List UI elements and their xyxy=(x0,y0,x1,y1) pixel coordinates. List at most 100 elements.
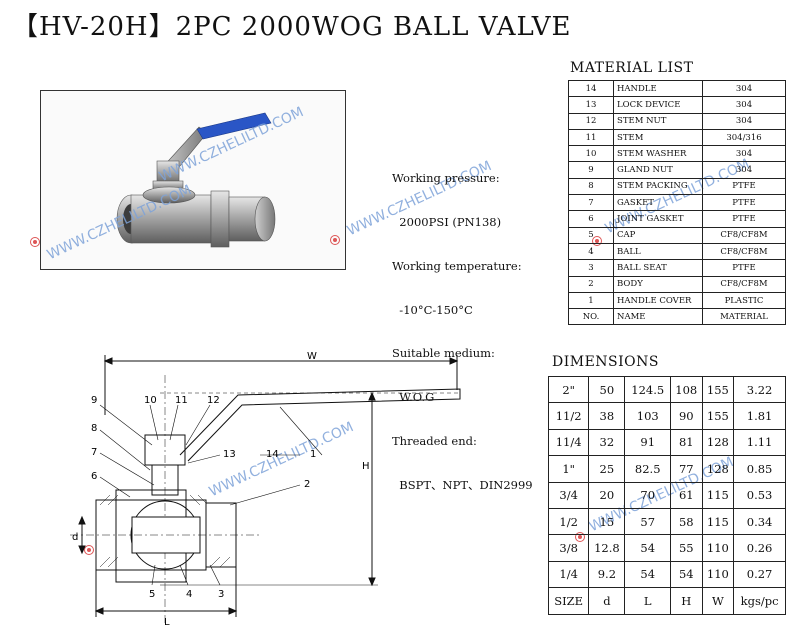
material-name-cell: GLAND NUT xyxy=(613,161,703,179)
dimension-cell: 58 xyxy=(669,507,703,536)
dimensions-title: DIMENSIONS xyxy=(552,354,659,370)
material-name-cell: CAP xyxy=(613,226,703,244)
dimension-cell: 81 xyxy=(669,428,703,457)
material-name-cell: HANDLE COVER xyxy=(613,291,703,310)
part-label-10: 10 xyxy=(144,395,157,406)
dimension-cell: 0.85 xyxy=(733,455,786,483)
material-name-cell: JOINT GASKET xyxy=(613,210,703,228)
material-no-cell: 7 xyxy=(568,194,614,212)
dimension-cell: 70 xyxy=(624,481,671,509)
dimension-cell: 1/4 xyxy=(547,560,590,589)
material-name-cell: STEM xyxy=(613,128,703,147)
material-value-cell: CF8/CF8M xyxy=(702,242,786,261)
dimension-cell: 115 xyxy=(701,481,735,509)
spec-line: BSPT、NPT、DIN2999 xyxy=(392,477,533,492)
dimension-cell: 108 xyxy=(669,375,703,404)
part-label-11: 11 xyxy=(175,395,188,406)
dimension-cell: 57 xyxy=(624,507,671,536)
spec-line: Working temperature: xyxy=(392,258,522,273)
dimension-cell: 90 xyxy=(669,402,703,430)
dimension-cell: 54 xyxy=(624,560,671,589)
material-name-cell: HANDLE xyxy=(613,79,703,98)
material-name-cell: BALL SEAT xyxy=(613,259,703,277)
material-no-cell: 1 xyxy=(568,291,614,310)
material-no-cell: 4 xyxy=(568,242,614,261)
dimension-cell: 2" xyxy=(547,375,590,404)
dimension-cell: 77 xyxy=(669,455,703,483)
watermark-logo-icon xyxy=(330,235,340,245)
dimension-cell: 0.26 xyxy=(733,534,786,562)
dimension-cell: 11/4 xyxy=(547,428,590,457)
part-label-2: 2 xyxy=(304,479,310,490)
dimension-cell: 128 xyxy=(701,455,735,483)
dimension-cell: 1" xyxy=(547,455,590,483)
dimension-cell: 3/8 xyxy=(547,534,590,562)
dimension-cell: 11/2 xyxy=(547,402,590,430)
material-value-cell: CF8/CF8M xyxy=(702,275,786,293)
part-label-5: 5 xyxy=(149,589,155,600)
material-no-cell: NO. xyxy=(568,308,614,326)
part-label-7: 7 xyxy=(91,447,97,458)
dimension-cell: 12.8 xyxy=(588,534,626,562)
material-list-title: MATERIAL LIST xyxy=(570,60,694,76)
material-value-cell: 304/316 xyxy=(702,128,786,147)
dimension-cell: W xyxy=(701,587,735,615)
material-no-cell: 8 xyxy=(568,177,614,196)
part-label-8: 8 xyxy=(91,423,97,434)
spec-line: 2000PSI (PN138) xyxy=(392,214,502,229)
watermark-logo-icon xyxy=(84,545,94,555)
part-label-13: 13 xyxy=(223,449,236,460)
material-name-cell: STEM NUT xyxy=(613,112,703,130)
dimension-cell: 1/2 xyxy=(547,507,590,536)
dimension-cell: 20 xyxy=(588,481,626,509)
watermark-logo-icon xyxy=(30,237,40,247)
material-no-cell: 13 xyxy=(568,96,614,114)
dimension-cell: SIZE xyxy=(547,587,590,615)
dim-label-h: H xyxy=(362,461,370,472)
dimension-cell: 1.11 xyxy=(733,428,786,457)
page-title: 【HV-20H】2PC 2000WOG BALL VALVE xyxy=(12,12,572,42)
material-name-cell: BODY xyxy=(613,275,703,293)
dimension-cell: 124.5 xyxy=(624,375,671,404)
dimension-cell: 91 xyxy=(624,428,671,457)
dimension-cell: 3/4 xyxy=(547,481,590,509)
dimension-cell: 0.53 xyxy=(733,481,786,509)
dim-label-w: W xyxy=(307,351,317,362)
part-label-6: 6 xyxy=(91,471,97,482)
material-no-cell: 5 xyxy=(568,226,614,244)
dimension-cell: 1.81 xyxy=(733,402,786,430)
dimension-cell: 15 xyxy=(588,507,626,536)
dim-label-d: d xyxy=(72,532,78,543)
dimension-cell: 38 xyxy=(588,402,626,430)
dimension-cell: 25 xyxy=(588,455,626,483)
dimension-cell: 155 xyxy=(701,375,735,404)
material-value-cell: 304 xyxy=(702,79,786,98)
material-value-cell: PTFE xyxy=(702,259,786,277)
material-name-cell: GASKET xyxy=(613,194,703,212)
valve-technical-drawing: W H L d 9 10 11 12 8 7 6 13 14 1 2 5 4 3 xyxy=(70,351,461,628)
product-photo xyxy=(40,90,346,270)
dimension-cell: 32 xyxy=(588,428,626,457)
dimension-cell: 50 xyxy=(588,375,626,404)
material-value-cell: 304 xyxy=(702,96,786,114)
spec-line: -10°C-150°C xyxy=(392,302,473,317)
part-label-4: 4 xyxy=(186,589,192,600)
material-value-cell: MATERIAL xyxy=(702,308,786,326)
dimension-cell: 54 xyxy=(624,534,671,562)
dimension-cell: 128 xyxy=(701,428,735,457)
